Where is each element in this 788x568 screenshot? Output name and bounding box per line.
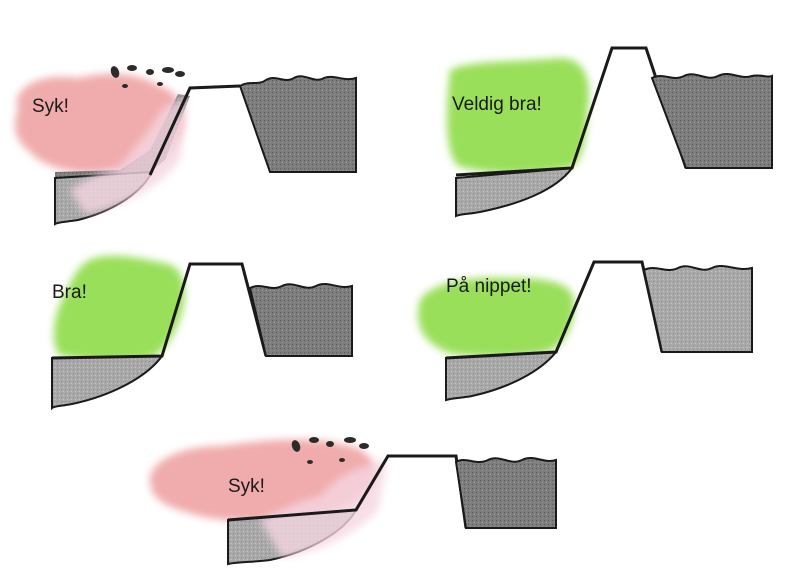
panel-sick-bottom: Syk! [149,437,557,566]
panel-borderline: På nippet! [418,260,753,402]
panel-very-good: Veldig bra! [447,46,773,218]
spray-drops [291,437,369,464]
cliff-edge [51,262,268,360]
left-ground [445,350,559,402]
spray-drops [110,65,185,88]
right-pool [238,75,357,173]
right-pool [650,73,773,169]
panel-good: Bra! [51,255,353,411]
green-blob [447,58,590,174]
vomit-splash [70,92,188,214]
panel-label-sick-top: Syk! [32,96,69,117]
left-ground [455,166,575,218]
panel-sick-top: Syk! [14,65,357,226]
cliff-edge [148,84,241,176]
green-blob [418,277,575,357]
vomit-splash [260,458,388,558]
panel-label-very-good: Veldig bra! [452,94,542,115]
right-pool [454,457,557,529]
right-pool [642,265,753,353]
green-blob [53,255,185,362]
panel-label-sick-bottom: Syk! [228,476,265,497]
panel-label-borderline: På nippet! [446,276,532,297]
panel-label-good: Bra! [52,282,87,303]
right-pool [248,283,353,357]
left-ground [51,354,164,411]
